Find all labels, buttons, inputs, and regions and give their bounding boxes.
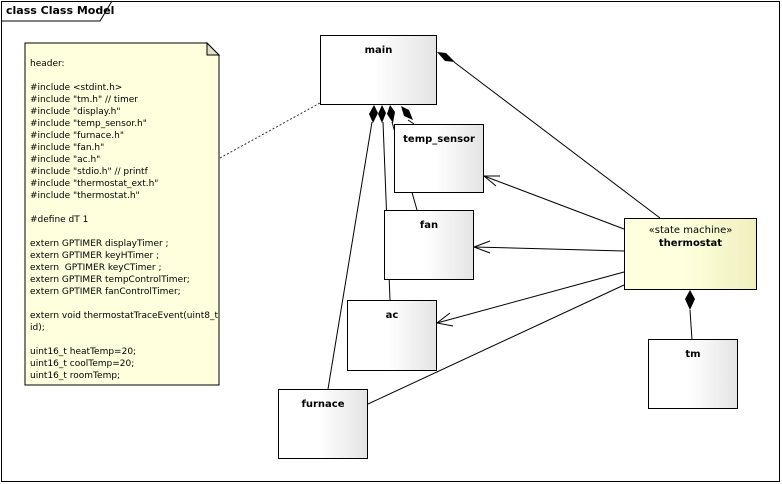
note-line bbox=[30, 298, 220, 310]
note-line: #include "temp_sensor.h" bbox=[30, 119, 147, 129]
note-line: uint16_t coolTemp=20; bbox=[30, 359, 135, 369]
note-line bbox=[30, 226, 220, 238]
note-line bbox=[30, 202, 220, 214]
note-line: header: bbox=[30, 59, 65, 69]
note-line: extern void thermostatTraceEvent(uint8_t bbox=[30, 311, 218, 321]
class-ac[interactable]: ac bbox=[347, 300, 437, 371]
note-line: extern GPTIMER tempControlTimer; bbox=[30, 275, 190, 285]
note-line: extern GPTIMER fanControlTimer; bbox=[30, 287, 181, 297]
class-name: fan bbox=[419, 220, 439, 231]
class-name: main bbox=[364, 45, 393, 56]
association-thermostat-temp-sensor[interactable] bbox=[483, 175, 625, 230]
note-line: #include "furnace.h" bbox=[30, 131, 124, 141]
note-link-line[interactable] bbox=[219, 102, 321, 159]
composition-main-thermostat[interactable] bbox=[453, 61, 661, 219]
note-line: extern GPTIMER keyHTimer ; bbox=[30, 251, 160, 261]
header-note-text: header: #include <stdint.h> #include "tm.h… bbox=[30, 58, 220, 382]
class-main[interactable]: main bbox=[320, 35, 437, 105]
note-line bbox=[30, 70, 220, 82]
composition-main-furnace[interactable] bbox=[327, 121, 373, 390]
note-line: #include "thermostat_ext.h" bbox=[30, 179, 159, 189]
class-fan[interactable]: fan bbox=[384, 210, 474, 280]
association-thermostat-ac[interactable] bbox=[436, 271, 625, 324]
class-temp-sensor[interactable]: temp_sensor bbox=[394, 124, 484, 193]
composition-thermostat-tm[interactable] bbox=[689, 309, 693, 341]
note-line: #define dT 1 bbox=[30, 215, 89, 225]
note-line: #include "tm.h" // timer bbox=[30, 95, 138, 105]
stereotype-label: «state machine» bbox=[648, 225, 733, 236]
composition-diamond-icon bbox=[387, 105, 395, 123]
arrowhead-icon bbox=[435, 312, 454, 327]
note-line: #include "ac.h" bbox=[30, 155, 101, 165]
class-tm[interactable]: tm bbox=[648, 339, 738, 409]
composition-diamond-icon bbox=[685, 290, 695, 310]
note-line: #include "stdio.h" // printf bbox=[30, 167, 148, 177]
note-line bbox=[30, 334, 220, 346]
note-line: extern GPTIMER displayTimer ; bbox=[30, 239, 169, 249]
composition-diamond-icon bbox=[369, 105, 378, 123]
note-line: id); bbox=[30, 323, 45, 333]
note-line: #include "thermostat.h" bbox=[30, 191, 140, 201]
association-thermostat-furnace[interactable] bbox=[367, 284, 625, 405]
class-name: ac bbox=[385, 310, 399, 321]
class-furnace[interactable]: furnace bbox=[278, 389, 368, 459]
composition-diamond-icon bbox=[401, 106, 413, 120]
note-line: uint16_t heatTemp=20; bbox=[30, 347, 137, 357]
note-line: #include "fan.h" bbox=[30, 143, 105, 153]
class-name: furnace bbox=[301, 399, 345, 410]
class-thermostat[interactable]: «state machine» thermostat bbox=[624, 218, 757, 290]
composition-diamond-icon bbox=[437, 52, 455, 62]
note-shape bbox=[24, 41, 221, 386]
arrowhead-icon bbox=[472, 240, 491, 254]
class-name: temp_sensor bbox=[403, 134, 475, 145]
class-name: thermostat bbox=[658, 238, 723, 249]
frame-title-tab bbox=[1, 0, 113, 22]
note-line: uint16_t roomTemp; bbox=[30, 371, 121, 381]
composition-main-temp-sensor[interactable] bbox=[407, 119, 415, 125]
arrowhead-icon bbox=[482, 175, 500, 187]
composition-diamond-icon bbox=[378, 105, 386, 123]
association-thermostat-fan[interactable] bbox=[473, 246, 625, 252]
note-line: extern GPTIMER keyCTimer ; bbox=[30, 263, 162, 273]
note-line: #include "display.h" bbox=[30, 107, 121, 117]
class-name: tm bbox=[685, 349, 701, 360]
note-line: #include <stdint.h> bbox=[30, 83, 123, 93]
frame-title: class Class Model bbox=[6, 4, 115, 17]
